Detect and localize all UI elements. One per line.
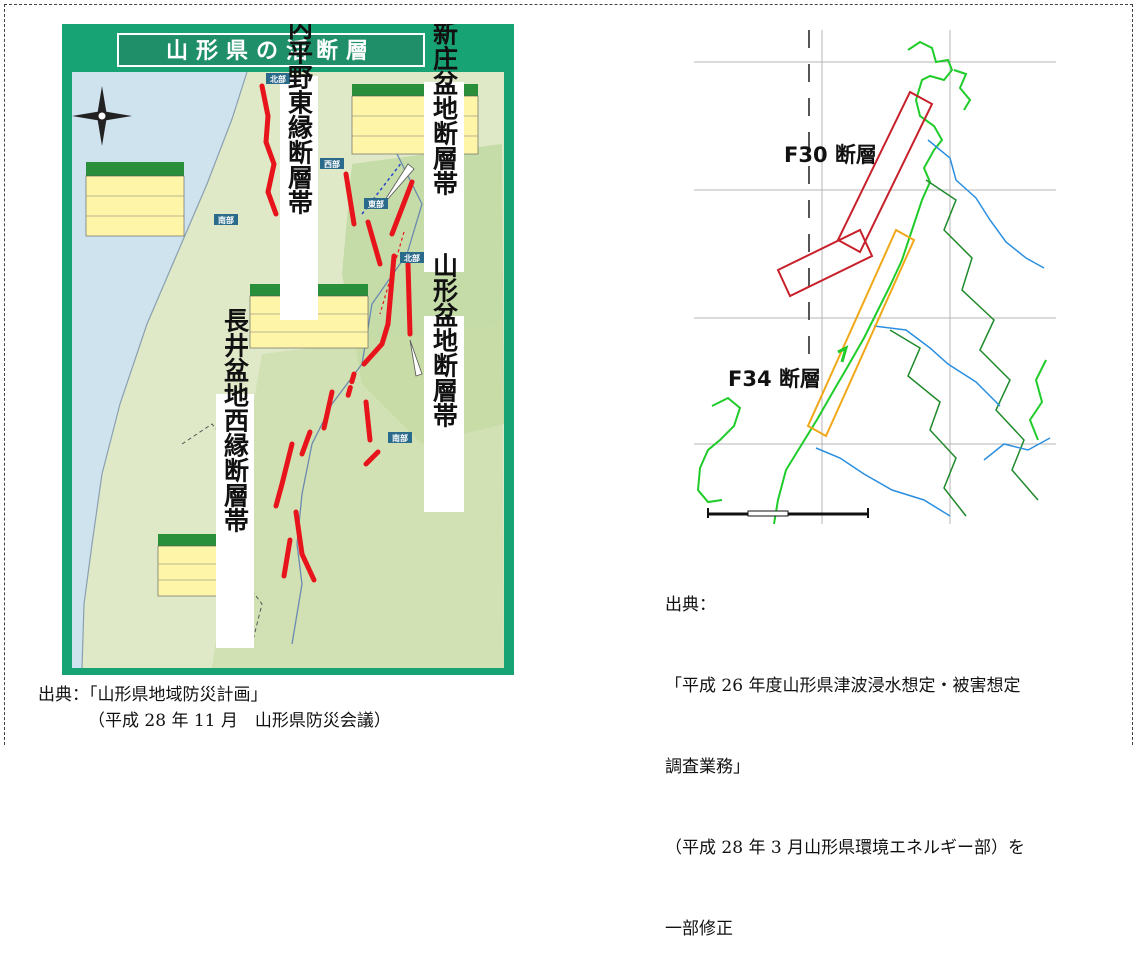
caption-right: 出典： 「平成 26 年度山形県津波浸水想定・被害想定 調査業務」 （平成 28… xyxy=(665,538,1025,970)
svg-text:南部: 南部 xyxy=(218,215,234,225)
label-panel-yamagata xyxy=(424,316,464,512)
red-dashed-line xyxy=(379,231,405,315)
label-panel-shonai xyxy=(280,76,318,320)
fault-nagai-east xyxy=(293,509,317,583)
offshore-fault-map: F30 断層 F34 断層 xyxy=(694,30,1056,524)
river-4 xyxy=(983,437,1051,461)
segment-north-yamagata: 北部 xyxy=(400,252,424,263)
svg-text:北部: 北部 xyxy=(270,74,286,84)
fault-nagai-upper xyxy=(273,441,295,509)
label-shonai-fault: 庄内平野東縁断層帯 xyxy=(285,24,314,215)
segment-south-shonai: 南部 xyxy=(214,214,238,225)
blue-dashed-line xyxy=(361,161,403,215)
fault-nagai-top xyxy=(299,429,313,457)
river-1 xyxy=(927,139,1045,269)
island-marker xyxy=(837,345,849,363)
label-f30: F30 断層 xyxy=(784,143,877,167)
caption-right-line-3: 調査業務」 xyxy=(665,757,750,777)
fault-yamagata-east xyxy=(405,261,413,337)
river-3 xyxy=(815,447,951,517)
fault-f30-outline xyxy=(776,90,934,298)
caption-right-line-1: 出典： xyxy=(665,595,716,615)
segment-west: 西部 xyxy=(320,158,344,169)
fault-yamagata-center xyxy=(321,389,335,431)
pointer-shinjo xyxy=(379,163,415,209)
prefecture-border-1 xyxy=(925,179,1039,501)
info-box-shonai xyxy=(85,162,185,237)
compass-icon xyxy=(72,86,132,146)
caption-left-source: 出典：「山形県地域防災計画」 xyxy=(38,685,268,705)
fault-lines xyxy=(259,83,415,583)
scale-bar xyxy=(707,508,869,518)
fault-yamagata-mid xyxy=(345,371,357,399)
segment-east: 東部 xyxy=(364,198,388,209)
fault-yamagata-north xyxy=(361,253,397,367)
coastline-mainland xyxy=(773,40,954,524)
segment-north-top: 北部 xyxy=(266,73,290,84)
fault-yamagata-south xyxy=(363,399,373,443)
label-shinjo-fault: 新庄盆地断層帯 xyxy=(430,24,459,196)
fault-shinjo-east xyxy=(389,179,415,237)
segment-south-yamagata: 南部 xyxy=(388,432,412,443)
label-f34: F34 断層 xyxy=(728,367,821,391)
caption-right-line-4: （平成 28 年 3 月山形県環境エネルギー部）を xyxy=(665,838,1026,858)
yamagata-active-fault-map: 山形県の活断層 xyxy=(62,24,514,675)
prefecture-border-2 xyxy=(889,329,967,517)
svg-text:北部: 北部 xyxy=(404,253,420,263)
fault-shinjo-mid xyxy=(365,219,383,267)
label-panel-shinjo xyxy=(424,82,464,272)
label-nagai-fault: 長井盆地西縁断層帯 xyxy=(221,308,250,533)
pointer-yamagata xyxy=(409,339,423,377)
coastline-northeast xyxy=(953,69,972,111)
svg-text:南部: 南部 xyxy=(392,433,408,443)
svg-text:西部: 西部 xyxy=(324,159,340,169)
coastline xyxy=(81,71,248,669)
fault-shonai-east xyxy=(259,83,279,217)
fault-yamagata-tip xyxy=(363,449,381,467)
river-2 xyxy=(873,325,1001,407)
title-box xyxy=(117,33,425,67)
fault-shinjo-west xyxy=(343,171,357,227)
caption-right-line-5: 一部修正 xyxy=(665,919,733,939)
caption-left-detail: （平成 28 年 11 月 山形県防災会議） xyxy=(88,711,391,731)
coastline-east xyxy=(1028,359,1047,441)
caption-right-line-2: 「平成 26 年度山形県津波浸水想定・被害想定 xyxy=(665,676,1021,696)
fault-f34-outline xyxy=(806,228,916,438)
map-title: 山形県の活断層 xyxy=(166,38,376,64)
svg-text:東部: 東部 xyxy=(368,199,384,209)
river-mogami xyxy=(291,143,423,645)
dashed-frame xyxy=(4,4,1133,745)
fault-nagai-west xyxy=(281,537,293,579)
coastline-sado xyxy=(696,396,742,504)
label-yamagata-fault: 山形盆地断層帯 xyxy=(430,253,459,428)
label-panel-nagai xyxy=(216,394,254,648)
